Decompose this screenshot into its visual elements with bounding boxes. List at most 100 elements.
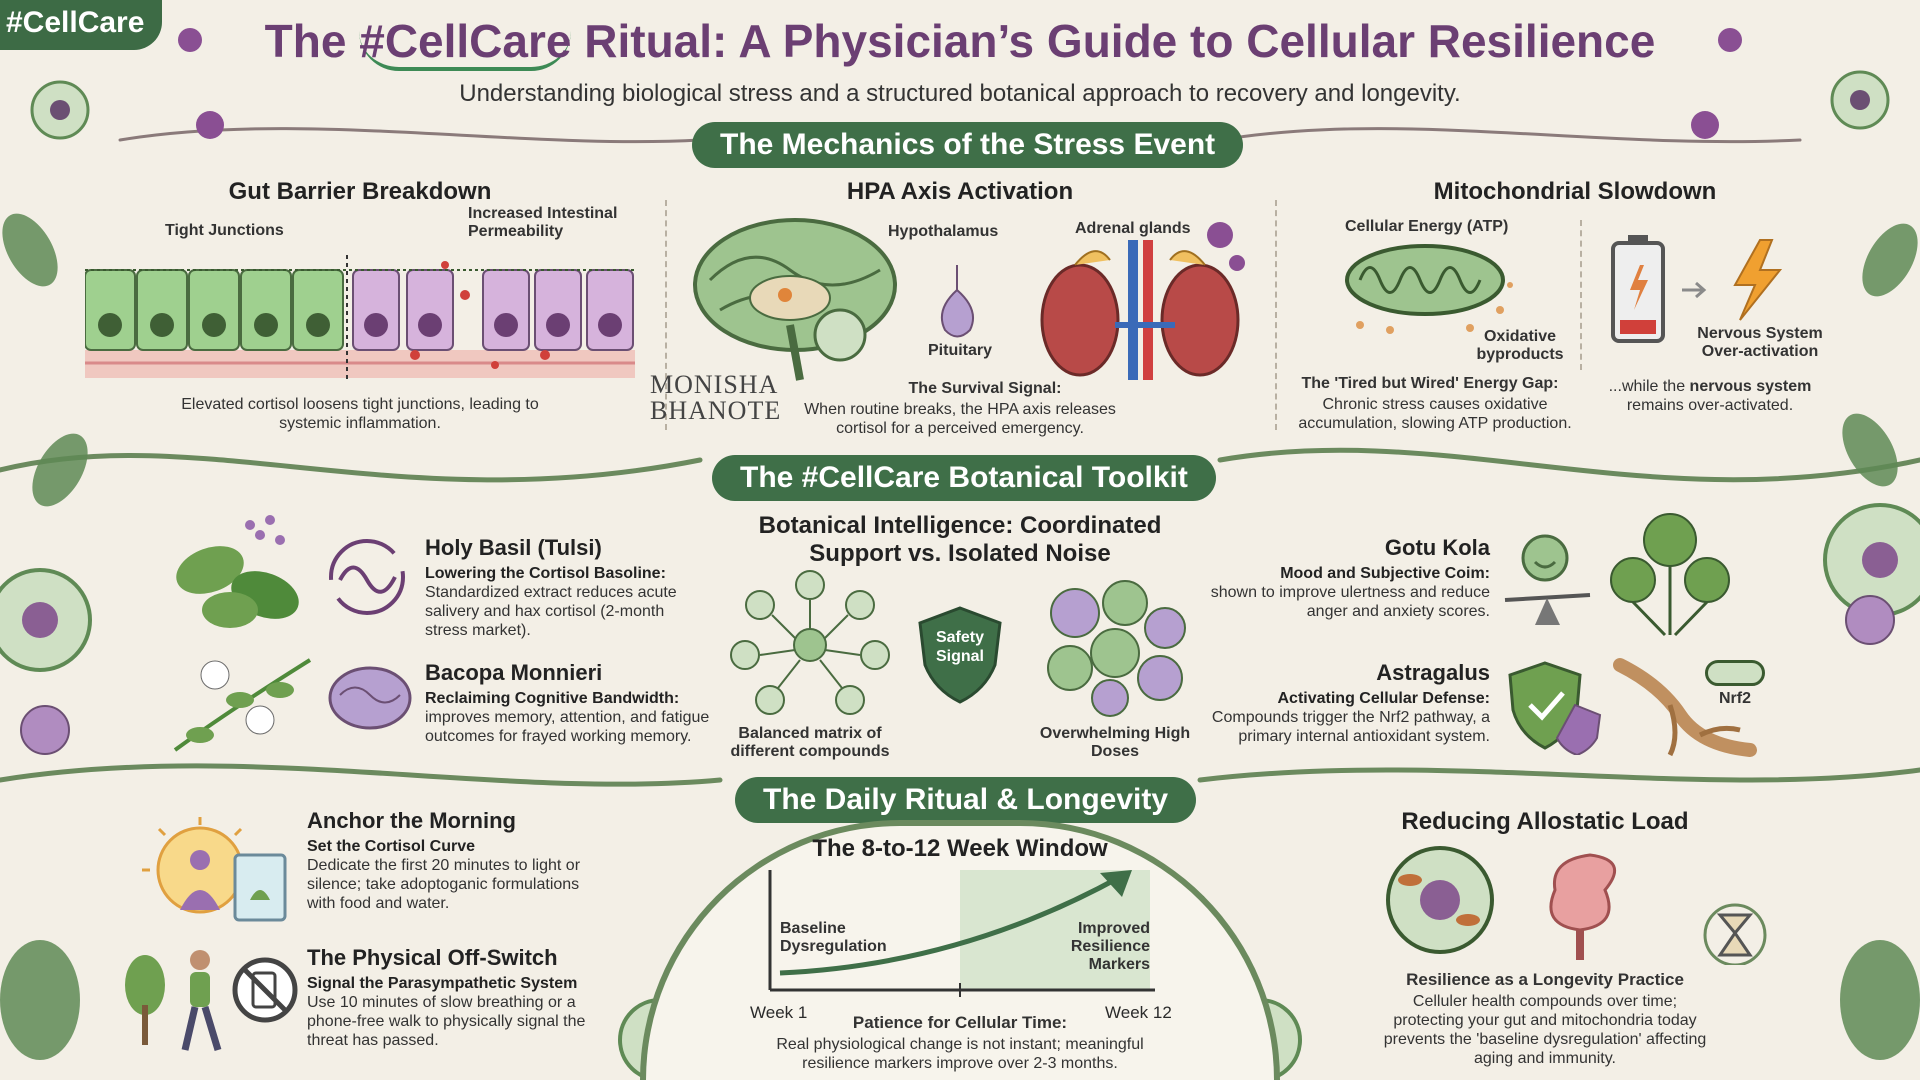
gotu-title: Gotu Kola bbox=[1384, 535, 1490, 560]
survival-signal-title: The Survival Signal: bbox=[908, 380, 1062, 397]
gut-title: Gut Barrier Breakdown bbox=[228, 178, 492, 205]
pituitary-label: Pituitary bbox=[928, 342, 993, 359]
pituitary-icon bbox=[941, 265, 974, 338]
tulsi-plant-icon bbox=[176, 515, 299, 628]
offswitch-block: The Physical Off-Switch Signal the Paras… bbox=[307, 945, 597, 1050]
gotu-block: Gotu Kola Mood and Subjective Coim: show… bbox=[1210, 535, 1490, 621]
baseline-label: Baseline Dysregulation bbox=[780, 920, 887, 955]
safety-signal-label: Safety Signal bbox=[935, 629, 985, 665]
nervous-caption-bold: nervous system bbox=[1689, 378, 1812, 395]
kidneys-illustration bbox=[1040, 240, 1240, 380]
brain-illustration bbox=[693, 218, 897, 381]
watermark-line-1: MONISHA bbox=[650, 370, 779, 399]
title-pre: The bbox=[264, 15, 360, 67]
tulsi-title: Holy Basil (Tulsi) bbox=[425, 535, 602, 560]
divider bbox=[1275, 200, 1277, 430]
shield-icon bbox=[918, 606, 1002, 704]
energy-gap-title: The 'Tired but Wired' Energy Gap: bbox=[1301, 375, 1559, 392]
nervous-caption: ...while the nervous system remains over… bbox=[1600, 377, 1820, 415]
patience-caption: Real physiological change is not instant… bbox=[776, 1036, 1144, 1072]
week-end-label: Week 12 bbox=[1105, 1003, 1172, 1022]
title-highlight: #CellCare bbox=[359, 15, 572, 71]
morning-block: Anchor the Morning Set the Cortisol Curv… bbox=[307, 808, 587, 913]
divider bbox=[1580, 220, 1582, 370]
mitochondria-illustration bbox=[1345, 244, 1513, 334]
virus-icon bbox=[1207, 222, 1245, 271]
compound-matrix-icon bbox=[730, 570, 890, 715]
hpa-caption: When routine breaks, the HPA axis releas… bbox=[804, 401, 1116, 437]
bacopa-plant-icon bbox=[173, 658, 312, 752]
bacopa-block: Bacopa Monnieri Reclaiming Cognitive Ban… bbox=[425, 660, 715, 746]
arrow-right-icon bbox=[1682, 281, 1707, 299]
allostatic-title: Reducing Allostatic Load bbox=[1401, 808, 1689, 835]
longevity-practice-title: Resilience as a Longevity Practice bbox=[1406, 970, 1684, 989]
nrf2-capsule bbox=[1705, 660, 1765, 686]
bacopa-sub: Reclaiming Cognitive Bandwidth: bbox=[425, 690, 680, 707]
astragalus-root-icon bbox=[1613, 658, 1757, 757]
hypothalamus-pointer bbox=[870, 200, 900, 210]
watermark-line-2: BHANOTE bbox=[650, 396, 782, 425]
astragalus-sub: Activating Cellular Defense: bbox=[1277, 690, 1491, 707]
overwhelming-doses-icon bbox=[1047, 580, 1186, 717]
title-post: Ritual: A Physician’s Guide to Cellular … bbox=[571, 15, 1656, 67]
astragalus-block: Astragalus Activating Cellular Defense: … bbox=[1210, 660, 1490, 746]
nervous-caption-pre: ...while the bbox=[1608, 378, 1690, 395]
tulsi-sub: Lowering the Cortisol Basoline: bbox=[425, 565, 666, 582]
cycle-icon bbox=[329, 539, 405, 615]
nervous-system-label: Nervous System Over-activation bbox=[1697, 325, 1823, 360]
nervous-caption-post: remains over-activated. bbox=[1626, 397, 1794, 414]
banner-daily-ritual: The Daily Ritual & Longevity bbox=[735, 777, 1197, 823]
walk-no-phone-icon bbox=[125, 950, 298, 1052]
mito-caption: Chronic stress causes oxidative accumula… bbox=[1298, 396, 1572, 432]
gotu-kola-plant-icon bbox=[1610, 513, 1730, 637]
offswitch-body: Use 10 minutes of slow breathing or a ph… bbox=[307, 994, 586, 1049]
mito-title: Mitochondrial Slowdown bbox=[1433, 178, 1717, 205]
lightning-icon bbox=[1733, 239, 1783, 321]
brain-icon bbox=[328, 666, 412, 730]
gut-caption: Elevated cortisol loosens tight junction… bbox=[181, 396, 539, 432]
oxidative-label: Oxidative byproducts bbox=[1476, 328, 1564, 363]
allostatic-caption: Celluler health compounds over time; pro… bbox=[1383, 993, 1707, 1067]
gut-barrier-illustration bbox=[85, 255, 635, 380]
morning-meditation-icon bbox=[142, 817, 287, 922]
page-subtitle: Understanding biological stress and a st… bbox=[459, 80, 1461, 107]
bacopa-body: improves memory, attention, and fatigue … bbox=[425, 709, 710, 745]
permeability-label: Increased Intestinal Permeability bbox=[468, 205, 618, 240]
banner-toolkit: The #CellCare Botanical Toolkit bbox=[712, 455, 1216, 501]
allostatic-illustration bbox=[1386, 846, 1767, 965]
author-watermark: MONISHA BHANOTE bbox=[650, 372, 781, 424]
battery-low-icon bbox=[1611, 235, 1665, 343]
patience-title: Patience for Cellular Time: bbox=[852, 1013, 1068, 1032]
overwhelming-label: Overwhelming High Doses bbox=[1039, 725, 1191, 760]
improved-label: Improved Resilience Markers bbox=[1070, 920, 1150, 973]
tulsi-block: Holy Basil (Tulsi) Lowering the Cortisol… bbox=[425, 535, 705, 640]
astragalus-title: Astragalus bbox=[1376, 660, 1490, 685]
morning-body: Dedicate the first 20 minutes to light o… bbox=[307, 857, 581, 912]
banner-stress-event: The Mechanics of the Stress Event bbox=[692, 122, 1244, 168]
adrenal-label: Adrenal glands bbox=[1075, 220, 1191, 237]
hypothalamus-label: Hypothalamus bbox=[888, 223, 999, 240]
tight-junctions-label: Tight Junctions bbox=[165, 222, 284, 239]
defense-shield-icon bbox=[1508, 661, 1602, 755]
gotu-body: shown to improve ulertness and reduce an… bbox=[1210, 584, 1490, 620]
morning-sub: Set the Cortisol Curve bbox=[307, 838, 476, 855]
astragalus-body: Compounds trigger the Nrf2 pathway, a pr… bbox=[1211, 709, 1490, 745]
nrf2-label: Nrf2 bbox=[1718, 690, 1751, 707]
week-start-label: Week 1 bbox=[750, 1003, 808, 1022]
hashtag-badge: #CellCare bbox=[0, 0, 163, 50]
balanced-matrix-label: Balanced matrix of different compounds bbox=[730, 725, 890, 760]
offswitch-sub: Signal the Parasympathetic System bbox=[307, 975, 578, 992]
morning-title: Anchor the Morning bbox=[307, 808, 516, 833]
tulsi-body: Standardized extract reduces acute saliv… bbox=[425, 584, 677, 639]
page-title: The #CellCare Ritual: A Physician’s Guid… bbox=[200, 14, 1720, 71]
hpa-title: HPA Axis Activation bbox=[846, 178, 1074, 205]
bacopa-title: Bacopa Monnieri bbox=[425, 660, 603, 685]
offswitch-title: The Physical Off-Switch bbox=[307, 945, 558, 970]
gotu-sub: Mood and Subjective Coim: bbox=[1280, 565, 1490, 582]
week-window-graph bbox=[768, 870, 1155, 997]
week-window-title: The 8-to-12 Week Window bbox=[812, 835, 1108, 862]
botanical-intelligence-title: Botanical Intelligence: Coordinated Supp… bbox=[758, 512, 1162, 567]
atp-label: Cellular Energy (ATP) bbox=[1345, 218, 1509, 235]
divider bbox=[665, 200, 667, 430]
mood-balance-icon bbox=[1504, 534, 1591, 625]
